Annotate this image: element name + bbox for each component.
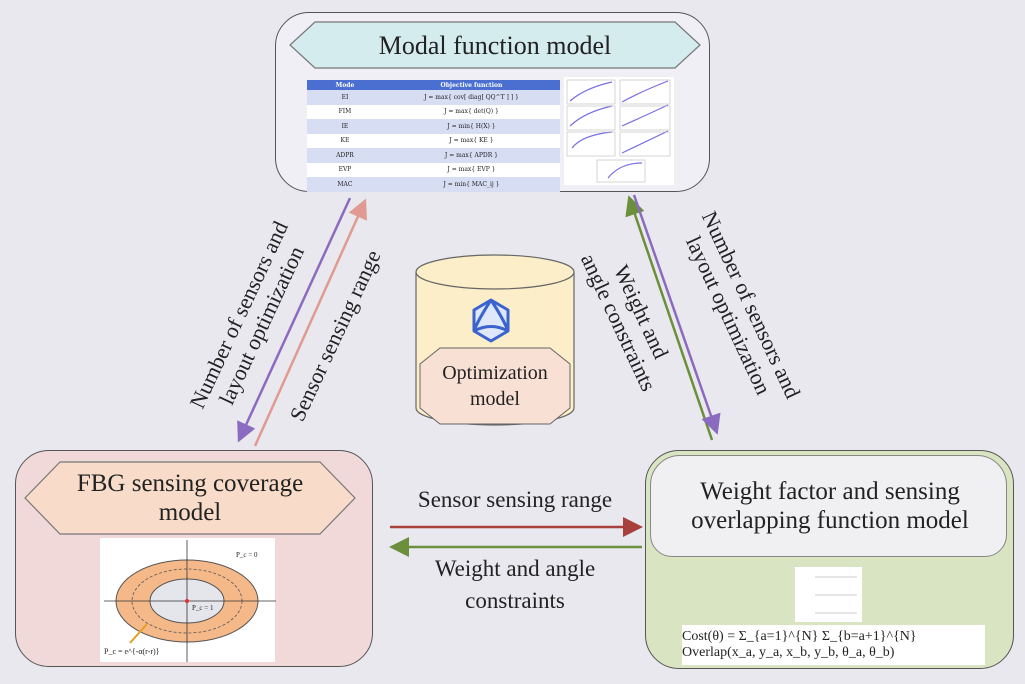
- label-horizontal-left: Weight and angle constraints: [434, 556, 596, 613]
- table-cell: KE: [307, 133, 383, 148]
- arrow-right-up: [625, 195, 714, 441]
- optimization-label-hexagon: [419, 347, 571, 425]
- table-cell: FIM: [307, 104, 383, 119]
- optimization-title: Optimization model: [442, 362, 548, 410]
- optimization-cylinder: [415, 254, 575, 426]
- fbg-title-hexagon: [24, 461, 356, 535]
- mini-chart-5: [571, 131, 613, 149]
- mini-chart-2: [621, 80, 669, 103]
- decay-arrow: [129, 623, 148, 644]
- modal-title-banner: [289, 21, 701, 69]
- mini-chart-7: [607, 162, 643, 179]
- table-cell: J = max{ det(Q) }: [382, 104, 560, 119]
- label-pc-decay: P_c = e^{-α(r-r)}: [104, 647, 160, 656]
- label-pc-0: P_c = 0: [236, 551, 258, 559]
- weight-title: Weight factor and sensing overlapping fu…: [691, 478, 969, 534]
- arrow-left-up: [253, 198, 367, 447]
- mini-chart-1: [569, 81, 613, 102]
- mini-chart-4: [621, 104, 669, 127]
- fbg-title: FBG sensing coverage model: [76, 470, 304, 526]
- weight-factor-equations: [795, 567, 862, 622]
- table-cell: EVP: [307, 162, 383, 177]
- mini-chart-6: [621, 130, 669, 154]
- mode-shape-charts: [564, 77, 674, 185]
- arrow-left-down: [237, 197, 352, 443]
- table-cell: J = max{ KE }: [382, 133, 560, 148]
- table-cell: EI: [307, 90, 383, 105]
- label-pc-1: P_c = 1: [192, 604, 214, 612]
- mini-chart-3: [569, 105, 613, 127]
- modal-title: Modal function model: [378, 30, 612, 60]
- cost-formula: Cost(θ) = Σ_{a=1}^{N} Σ_{b=a+1}^{N} Over…: [682, 625, 985, 665]
- coverage-figure: [100, 538, 276, 662]
- table-cell: J = min{ H(X) }: [382, 119, 560, 134]
- table-cell: J = max{ EVP }: [382, 162, 560, 177]
- table-cell: J = max{ APDR }: [382, 148, 560, 163]
- polyhedron-icon: [472, 298, 510, 343]
- table-header-objective: Objective function: [382, 80, 560, 90]
- table-cell: IE: [307, 119, 383, 134]
- weight-title-panel: [650, 455, 1007, 557]
- table-cell: J = max{ cov[ diag[ QQ^T ] ] }: [382, 90, 560, 105]
- arrow-right-down: [632, 194, 721, 435]
- table-cell: ADPR: [307, 148, 383, 163]
- label-horizontal-right: Sensor sensing range: [417, 487, 613, 512]
- table-cell: J = min{ MAC_ij }: [382, 177, 560, 192]
- table-cell: MAC: [307, 177, 383, 192]
- table-header-mode: Mode: [307, 80, 383, 90]
